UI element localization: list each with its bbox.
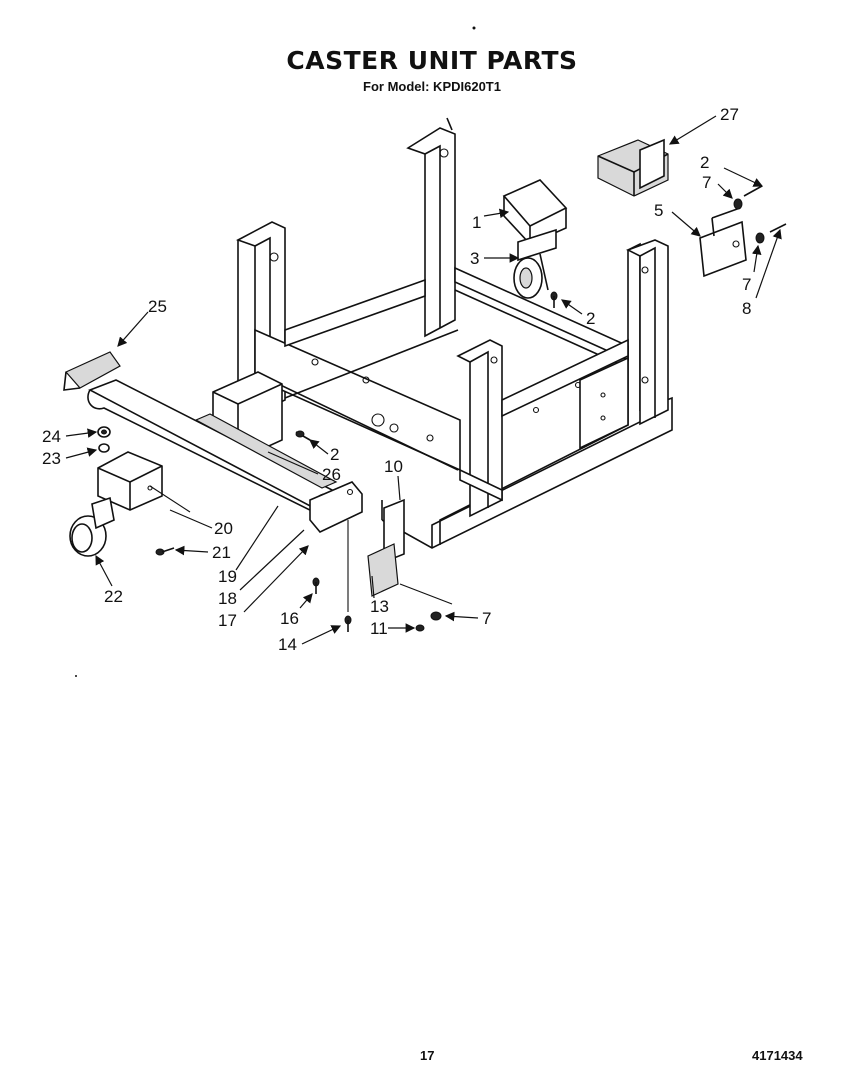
callout-7b: 7 [742,275,751,294]
callout-21: 21 [212,543,231,562]
part-27-bracket [597,138,669,197]
part-25-bracket [63,351,121,391]
callout-16: 16 [280,609,299,628]
callout-11: 11 [370,619,388,638]
screws-2-7-8 [550,185,787,308]
callout-7a: 7 [702,173,711,192]
callout-27: 27 [720,105,739,124]
leader-lines [65,115,782,645]
parts-10-13-plates [367,498,405,597]
page-number: 17 [420,1048,435,1063]
callout-10: 10 [384,457,403,476]
callout-7c: 7 [482,609,491,628]
callout-14: 14 [278,635,297,654]
callout-20: 20 [214,519,233,538]
callout-22: 22 [104,587,123,606]
parts-23-24-nuts [97,426,111,453]
callout-1: 1 [472,213,481,232]
base-frame [212,117,673,549]
callout-23: 23 [42,449,61,468]
callout-5: 5 [654,201,663,220]
part-3-caster-wheel [513,228,557,299]
stray-mark [472,26,476,30]
part-20-bracket [97,451,163,511]
callout-26: 26 [322,465,341,484]
document-number: 4171434 [752,1048,803,1063]
loose-screws [149,430,442,632]
callout-17: 17 [218,611,237,630]
callout-19: 19 [218,567,237,586]
callout-2c: 2 [330,445,339,464]
callout-2a: 2 [700,153,709,172]
model-subtitle: For Model: KPDI620T1 [363,79,501,94]
part-22-caster-wheel [69,496,115,557]
parts-17-18-end-cap [309,481,363,533]
callout-24: 24 [42,427,61,446]
diagram-title: CASTER UNIT PARTS [286,46,578,75]
part-5-bracket [699,207,747,278]
callout-3: 3 [470,249,479,268]
part-26-rail [194,413,338,489]
callout-labels: 27 2 7 5 7 8 1 3 2 25 24 23 2 26 10 20 2… [42,105,751,654]
callout-8: 8 [742,299,751,318]
callout-18: 18 [218,589,237,608]
callout-2b: 2 [586,309,595,328]
callout-25: 25 [148,297,167,316]
callout-13: 13 [370,597,389,616]
stray-mark [75,675,77,677]
